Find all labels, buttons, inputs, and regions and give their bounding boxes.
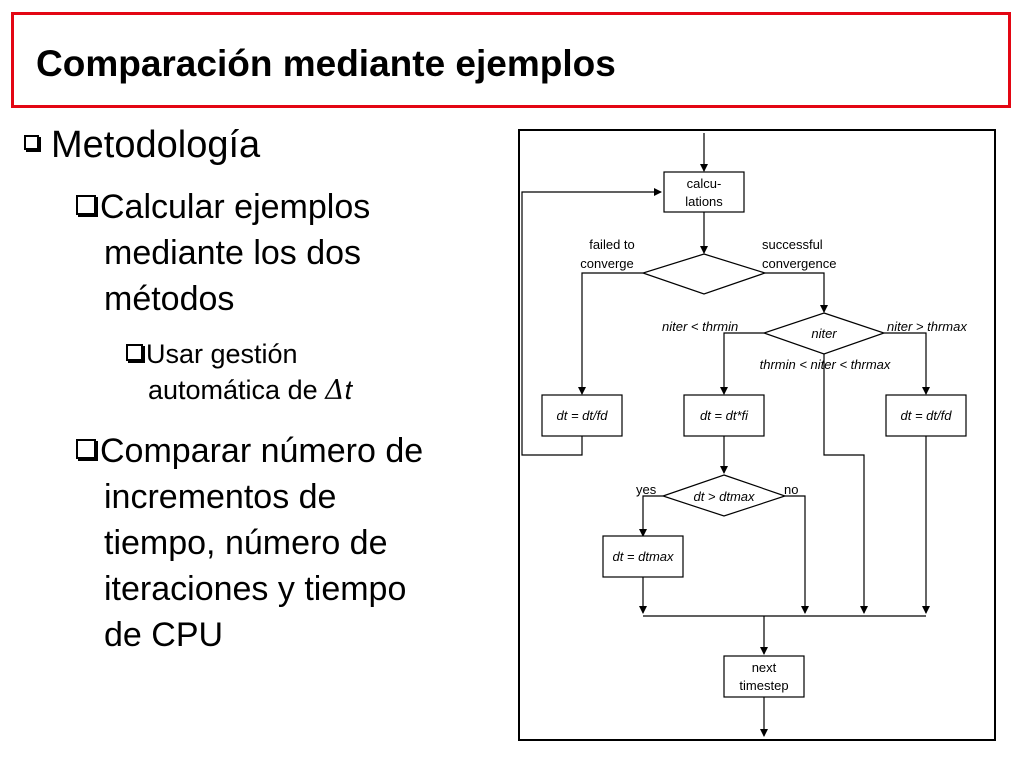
connector-line bbox=[785, 495, 809, 614]
calculations-box bbox=[663, 171, 745, 213]
connector-line bbox=[521, 188, 662, 456]
dt-fd-right-label: dt = dt/fd bbox=[901, 408, 953, 423]
bullet-line: de CPU bbox=[104, 616, 224, 654]
bullet-comparar: Comparar número de incrementos de tiempo… bbox=[76, 428, 423, 658]
checkbox-bullet-icon bbox=[76, 195, 96, 216]
no-label: no bbox=[784, 482, 798, 497]
bullet-calcular: Calcular ejemplos mediante los dos métod… bbox=[76, 184, 370, 322]
connector-line bbox=[765, 272, 828, 313]
bullet-line: tiempo, número de bbox=[104, 524, 388, 562]
bullet-usar: Usar gestión automática de Δt bbox=[126, 336, 352, 409]
connector-line bbox=[578, 272, 643, 395]
niter-low-label: niter < thrmin bbox=[662, 319, 738, 334]
connector-line bbox=[884, 332, 930, 395]
bullet-metodologia: Metodología bbox=[24, 124, 260, 167]
bullet-text: Metodología bbox=[51, 124, 261, 166]
dtmax-check-label: dt > dtmax bbox=[693, 489, 755, 504]
failed-label: failed to bbox=[589, 237, 635, 252]
bullet-line: automática de bbox=[148, 375, 326, 405]
dt-fd-right-box bbox=[885, 394, 967, 437]
bullet-line: incrementos de bbox=[104, 478, 337, 516]
successful-label: successful bbox=[762, 237, 823, 252]
convergence-diamond bbox=[641, 253, 767, 295]
checkbox-bullet-icon bbox=[126, 344, 143, 362]
bullet-line: Usar gestión bbox=[146, 339, 298, 369]
dtmax-box bbox=[602, 535, 684, 578]
niter-label: niter bbox=[811, 326, 837, 341]
title-box: Comparación mediante ejemplos bbox=[11, 12, 1011, 108]
calculations-label: calcu- bbox=[687, 176, 722, 191]
bullet-line: mediante los dos bbox=[104, 234, 362, 272]
next-timestep-label: timestep bbox=[739, 678, 788, 693]
successful-label: convergence bbox=[762, 256, 836, 271]
niter-diamond bbox=[762, 312, 886, 355]
dt-fd-left-label: dt = dt/fd bbox=[557, 408, 609, 423]
calculations-label: lations bbox=[685, 194, 723, 209]
connector-line bbox=[720, 332, 764, 395]
slide-title: Comparación mediante ejemplos bbox=[36, 43, 616, 84]
bullet-line: métodos bbox=[104, 280, 235, 318]
next-timestep-label: next bbox=[752, 660, 777, 675]
bullet-line: Calcular ejemplos bbox=[100, 188, 371, 226]
checkbox-bullet-icon bbox=[24, 135, 39, 151]
dtmax-label: dt = dtmax bbox=[612, 549, 674, 564]
yes-label: yes bbox=[636, 482, 657, 497]
dtmax-diamond bbox=[661, 474, 787, 517]
checkbox-bullet-icon bbox=[76, 439, 96, 460]
bullet-line: iteraciones y tiempo bbox=[104, 570, 407, 608]
dt-fd-left-box bbox=[541, 394, 623, 437]
variable-t: t bbox=[344, 375, 353, 405]
failed-label: converge bbox=[580, 256, 633, 271]
connector-line bbox=[823, 354, 868, 614]
next-timestep-box bbox=[723, 655, 805, 698]
connector-line bbox=[639, 495, 663, 537]
dt-fi-box bbox=[683, 394, 765, 437]
bullet-line: Comparar número de bbox=[100, 432, 424, 470]
niter-high-label: niter > thrmax bbox=[887, 319, 967, 334]
niter-mid-label: thrmin < niter < thrmax bbox=[760, 357, 891, 372]
dt-fi-label: dt = dt*fi bbox=[700, 408, 749, 423]
delta-symbol: Δ bbox=[325, 375, 345, 406]
